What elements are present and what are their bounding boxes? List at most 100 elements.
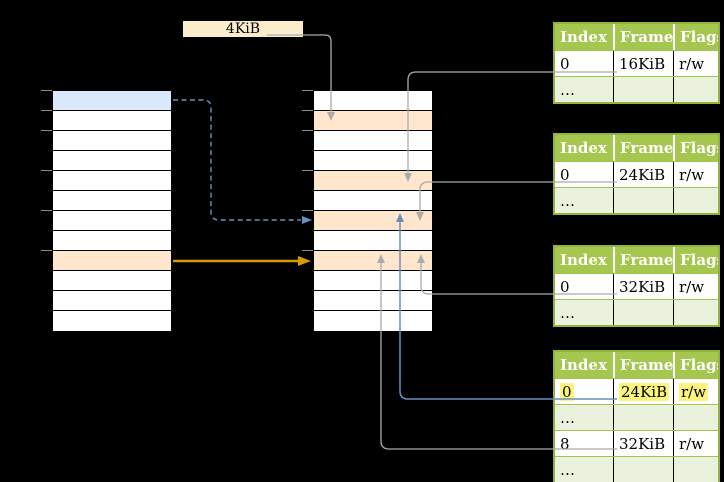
table-cell: … bbox=[560, 303, 575, 322]
table-cell: r/w bbox=[673, 274, 718, 299]
table-row: … bbox=[555, 187, 718, 213]
table-row: … bbox=[555, 404, 718, 430]
table-header-row: Index FrameFlags bbox=[555, 247, 718, 273]
tick-mark bbox=[302, 210, 313, 211]
table-row bbox=[53, 191, 171, 211]
column-header: Index bbox=[560, 28, 607, 46]
page-directory-table bbox=[313, 90, 433, 331]
table-cell bbox=[613, 457, 673, 482]
table-cell: r/w bbox=[673, 431, 718, 456]
highlighted-value: r/w bbox=[679, 382, 709, 401]
page-table-2: Index FrameFlags 0 24KiBr/w… bbox=[553, 133, 720, 215]
page-table-3: Index FrameFlags032KiBr/w … bbox=[553, 245, 720, 327]
column-header: Index bbox=[560, 251, 607, 269]
tick-mark bbox=[41, 210, 52, 211]
tick-mark bbox=[302, 90, 313, 91]
tick-mark bbox=[302, 130, 313, 131]
table-cell: r/w bbox=[673, 162, 718, 187]
column-header: Flags bbox=[673, 352, 718, 378]
arrowhead-right-icon bbox=[302, 216, 312, 224]
highlighted-value: 0 bbox=[560, 382, 574, 401]
table-cell: 16KiB bbox=[613, 51, 673, 76]
table-cell: 0 bbox=[560, 277, 570, 296]
table-cell bbox=[613, 300, 673, 325]
table-cell bbox=[613, 188, 673, 213]
tick-mark bbox=[41, 170, 52, 171]
table-row bbox=[314, 191, 432, 211]
table-row bbox=[314, 211, 432, 231]
table-header-row: Index FrameFlags bbox=[555, 352, 718, 378]
column-header: Frame bbox=[613, 352, 673, 378]
column-header: Frame bbox=[613, 135, 673, 161]
column-header: Flags bbox=[673, 247, 718, 273]
table-row bbox=[53, 211, 171, 231]
tick-mark bbox=[41, 90, 52, 91]
table-row bbox=[314, 251, 432, 271]
table-cell: 0 bbox=[555, 379, 613, 404]
table-header-row: Index FrameFlags bbox=[555, 24, 718, 50]
table-row: … bbox=[555, 76, 718, 102]
tick-mark bbox=[41, 130, 52, 131]
table-row bbox=[53, 151, 171, 171]
table-row: … bbox=[555, 299, 718, 325]
table-row bbox=[314, 271, 432, 291]
table-row bbox=[314, 91, 432, 111]
table-cell: 32KiB bbox=[613, 431, 673, 456]
table-row: … bbox=[555, 456, 718, 482]
table-row bbox=[314, 131, 432, 151]
table-cell: 0 bbox=[560, 165, 570, 184]
table-cell bbox=[673, 77, 718, 102]
page-table-4: IndexFrameFlags024KiBr/w…832KiBr/w… bbox=[553, 350, 720, 482]
highlighted-value: 24KiB bbox=[619, 382, 670, 401]
table-cell: … bbox=[560, 408, 575, 427]
table-cell: r/w bbox=[673, 51, 718, 76]
table-row bbox=[314, 311, 432, 331]
tick-mark bbox=[302, 110, 313, 111]
column-header: Index bbox=[560, 356, 607, 374]
table-cell: r/w bbox=[673, 379, 718, 404]
table-row bbox=[53, 251, 171, 271]
table-row bbox=[314, 171, 432, 191]
virtual-address-space-table bbox=[52, 90, 172, 331]
tick-mark bbox=[41, 250, 52, 251]
column-header: Frame bbox=[613, 247, 673, 273]
table-cell bbox=[673, 188, 718, 213]
table-row bbox=[53, 171, 171, 191]
tick-mark bbox=[302, 250, 313, 251]
table-row bbox=[53, 111, 171, 131]
table-row bbox=[53, 311, 171, 331]
table-row bbox=[53, 231, 171, 251]
table-row bbox=[53, 291, 171, 311]
table-row bbox=[314, 291, 432, 311]
column-header: Flags bbox=[673, 24, 718, 50]
table-cell bbox=[673, 405, 718, 430]
page-table-1: Index FrameFlags 0 16KiBr/w … bbox=[553, 22, 720, 104]
connector-virtual-orange bbox=[173, 256, 311, 266]
connector-virtual-blue-dashed bbox=[173, 99, 312, 224]
table-cell: 24KiB bbox=[613, 162, 673, 187]
table-row bbox=[314, 231, 432, 251]
table-cell: … bbox=[560, 80, 575, 99]
table-row bbox=[53, 131, 171, 151]
table-row: 0 24KiB r/w bbox=[555, 378, 718, 404]
table-cell bbox=[673, 300, 718, 325]
page-size-label: 4KiB bbox=[183, 21, 303, 37]
table-row bbox=[314, 111, 432, 131]
arrowhead-right-icon bbox=[298, 256, 311, 266]
table-cell bbox=[613, 77, 673, 102]
table-cell: 8 bbox=[560, 434, 570, 453]
column-header: Index bbox=[560, 139, 607, 157]
tick-mark bbox=[41, 110, 52, 111]
table-cell bbox=[613, 405, 673, 430]
column-header: Frame bbox=[613, 24, 673, 50]
column-header: Flags bbox=[673, 135, 718, 161]
table-row bbox=[53, 91, 171, 111]
tick-mark bbox=[302, 170, 313, 171]
table-cell: 0 bbox=[560, 54, 570, 73]
table-cell bbox=[673, 457, 718, 482]
